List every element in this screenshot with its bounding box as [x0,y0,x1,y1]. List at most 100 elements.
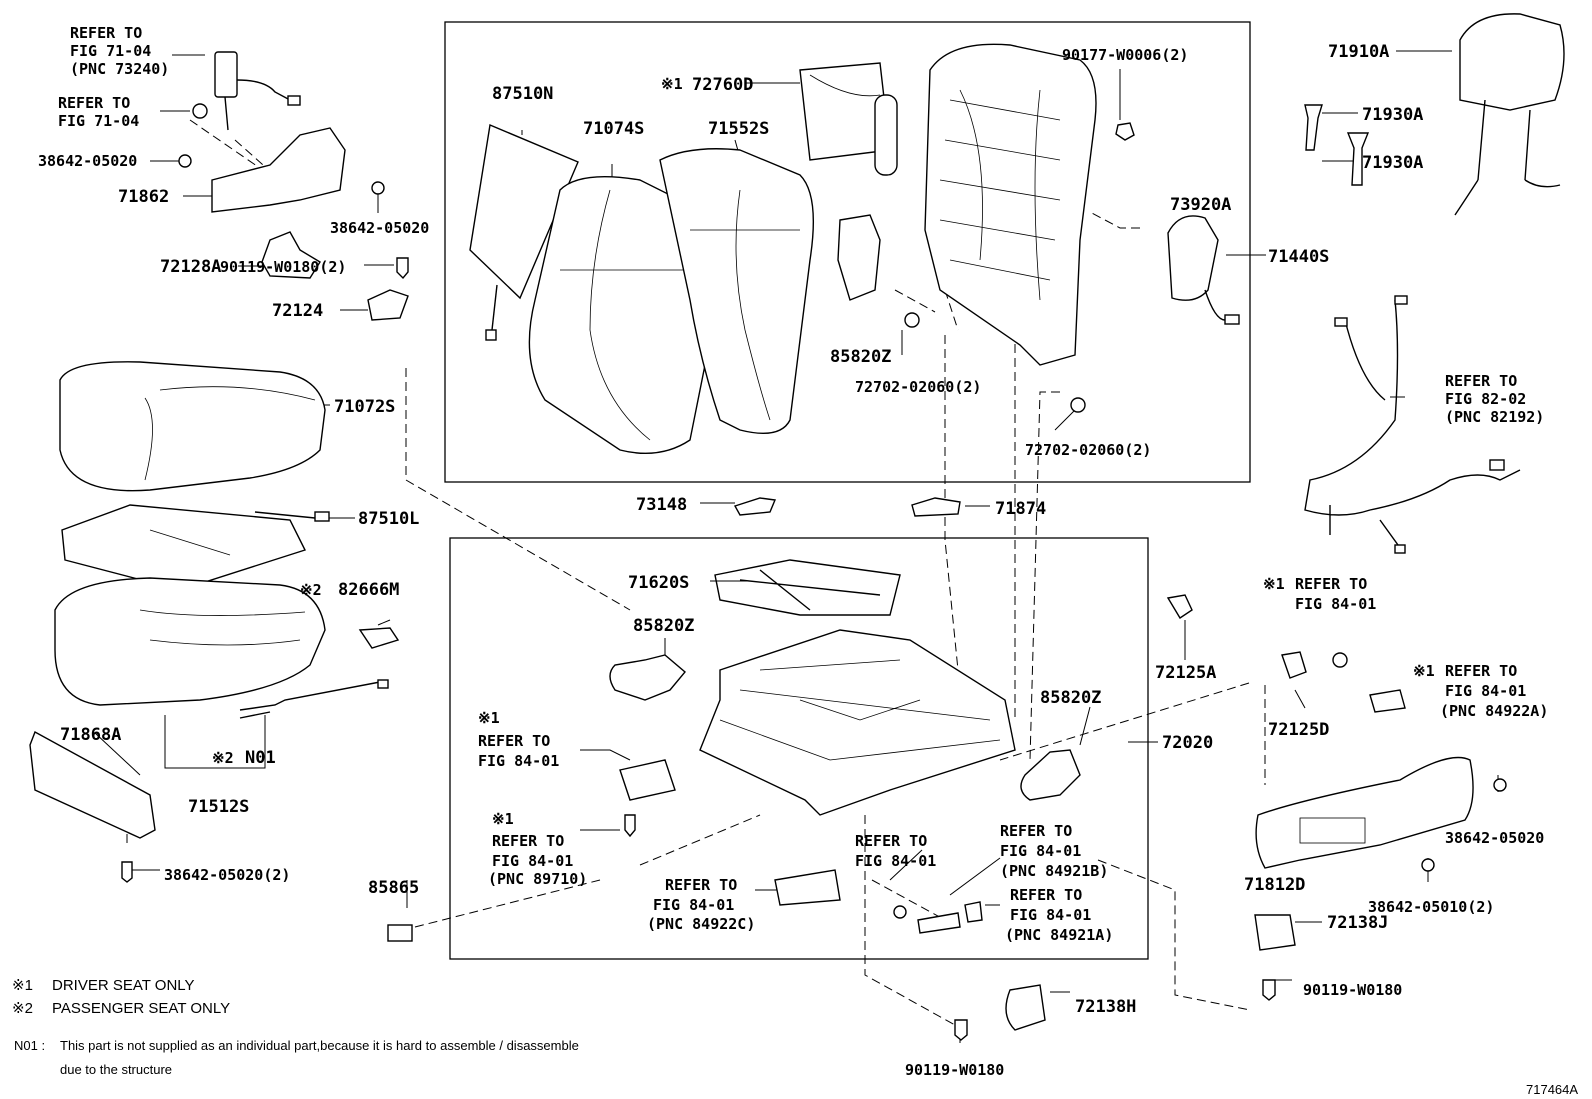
refer-fig-label: FIG 84-01 [492,852,573,870]
lumbar-actuator-85820Z-icon [837,214,881,301]
note1-mark: ※1 [478,709,500,727]
note2-mark: ※2 [300,581,322,599]
knob-84921A-icon [964,901,983,923]
legend-note1-text: DRIVER SEAT ONLY [52,977,195,994]
part-number-label: 73148 [636,495,687,515]
refer-fig-label: FIG 71-04 [70,42,151,60]
figure-id: 717464A [1526,1082,1578,1097]
motor-85820Z-icon [1020,749,1081,801]
refer-to-label: REFER TO [70,24,142,42]
refer-pnc-label: (PNC 73240) [70,60,169,78]
switch-84922C-icon [774,869,841,906]
part-number-label: 72702-02060(2) [855,378,981,396]
refer-fig-label: FIG 84-01 [1295,595,1376,613]
part-number-label: 71552S [708,119,769,139]
n01-note-line1: This part is not supplied as an individu… [60,1038,579,1053]
refer-to-label: REFER TO [492,832,564,850]
part-number-label: 85820Z [1040,688,1101,708]
seat-frame-group-box [449,537,1149,960]
part-number-label: 38642-05020(2) [164,866,290,884]
sensor-82666M-icon [358,627,400,649]
refer-fig-label: FIG 84-01 [855,852,936,870]
refer-to-label: REFER TO [1010,886,1082,904]
legend-note2-mark: ※2 [12,1000,33,1017]
switch-84922A-icon [1369,689,1406,713]
bracket-72125D-icon [1281,651,1307,679]
part-number-label: 90177-W0006(2) [1062,46,1188,64]
pad-87510N-icon [469,124,579,300]
note2-mark: ※2 [212,749,234,767]
refer-fig-label: FIG 84-01 [478,752,559,770]
headrest-71910A-icon [1459,13,1565,111]
cover-71874-icon [911,497,961,517]
bolt-icon [1070,397,1086,413]
part-number-label: 72138H [1075,997,1136,1017]
refer-to-label: REFER TO [1000,822,1072,840]
part-number-label: 87510N [492,84,553,104]
airbag-73920A-icon [1167,215,1219,301]
side-cover-71862-icon [211,127,346,213]
bracket-72125A-icon [1166,594,1193,619]
n01-note-line2: due to the structure [60,1062,172,1077]
part-number-label: 71512S [188,797,249,817]
part-number-label: 72125A [1155,663,1216,683]
part-number-label: 72702-02060(2) [1025,441,1151,459]
refer-fig-label: FIG 84-01 [653,896,734,914]
refer-pnc-label: (PNC 84921A) [1005,926,1113,944]
bolt-icon [904,312,920,328]
note1-mark: ※1 [492,810,514,828]
part-number-label: 72138J [1327,913,1388,933]
cover-72124-icon [367,289,409,321]
refer-to-label: REFER TO [1295,575,1367,593]
side-shield-71812D-icon [1255,756,1474,869]
headrest-guide-71930A-icon [1346,132,1370,186]
part-number-label: 72124 [272,301,323,321]
part-number-label: 71930A [1362,105,1423,125]
bolt-icon [1421,858,1435,872]
bolt-icon [1493,778,1507,792]
part-number-label: 73920A [1170,195,1231,215]
bolt-icon [121,861,133,883]
mat-N01-icon [239,681,381,719]
bolt-icon [893,905,907,919]
refer-to-label: REFER TO [478,732,550,750]
part-number-label: 72128A [160,257,221,277]
legend-note1-mark: ※1 [12,977,33,994]
bolt-90119-icon [396,257,409,280]
refer-fig-label: FIG 84-01 [1010,906,1091,924]
refer-fig-label: FIG 84-01 [1000,842,1081,860]
bolt-icon [178,154,192,168]
bolt-icon [624,814,636,838]
refer-pnc-label: (PNC 84922C) [647,915,755,933]
part-number-label: 87510L [358,509,419,529]
part-number-label: 90119-W0180 [1303,981,1402,999]
part-number-label: 71072S [334,397,395,417]
part-number-label: 71930A [1362,153,1423,173]
refer-to-label: REFER TO [665,876,737,894]
part-number-label: 72020 [1162,733,1213,753]
bolt-icon [1262,979,1276,1001]
refer-fig-label: FIG 82-02 [1445,390,1526,408]
part-number-label: 71874 [995,499,1046,519]
part-number-label: N01 [245,748,276,768]
refer-pnc-label: (PNC 89710) [488,870,587,888]
refer-to-label: REFER TO [1445,372,1517,390]
ecu-89710-icon [619,759,676,801]
cover-72128A-icon [261,231,321,279]
cover-72138H-icon [1005,984,1046,1031]
legend-note2-text: PASSENGER SEAT ONLY [52,1000,230,1017]
part-number-label: 71812D [1244,875,1305,895]
pad-87510L-icon [61,504,306,591]
part-number-label: 38642-05010(2) [1368,898,1494,916]
wire-harness-icon [1304,299,1521,546]
n01-code: N01 : [14,1038,45,1053]
note1-mark: ※1 [1263,575,1285,593]
refer-to-label: REFER TO [1445,662,1517,680]
refer-pnc-label: (PNC 84922A) [1440,702,1548,720]
part-number-label: 71910A [1328,42,1389,62]
seat-frame-72020-icon [699,629,1016,816]
part-number-label: 72125D [1268,720,1329,740]
note1-mark: ※1 [661,75,683,93]
part-number-label: 71440S [1268,247,1329,267]
